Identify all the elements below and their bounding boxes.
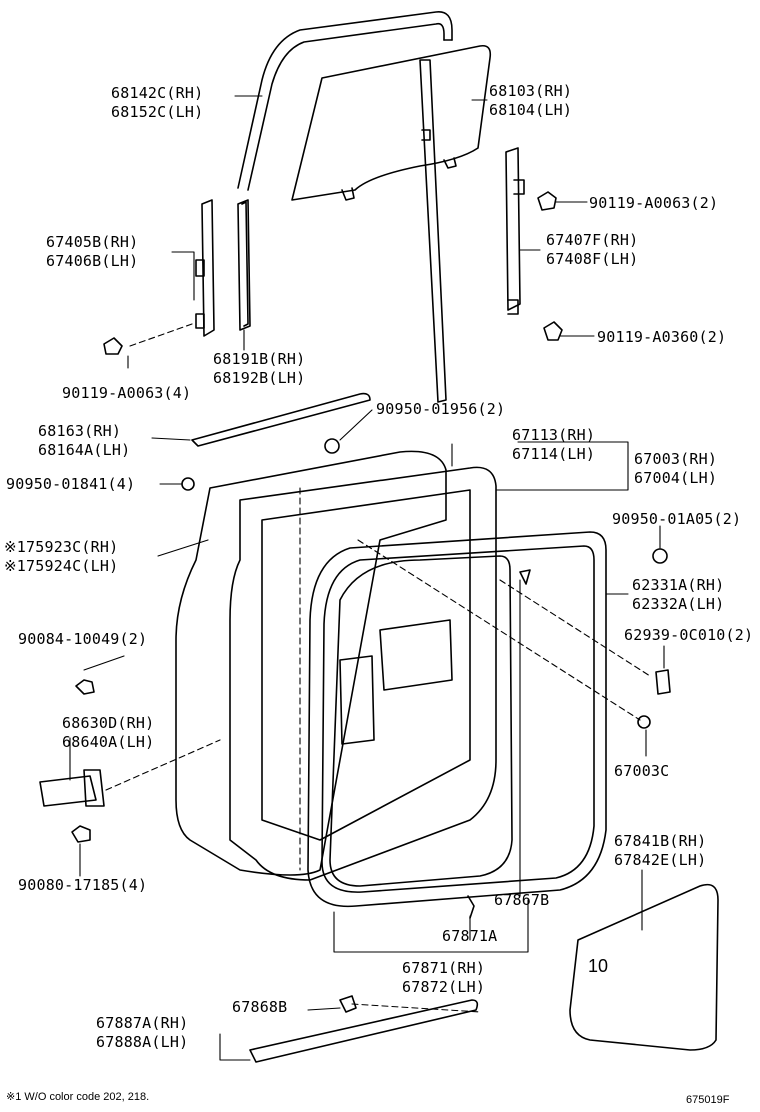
door-weatherstrip xyxy=(329,555,513,887)
door-frame-weatherstrip xyxy=(237,11,453,191)
svg-text:10: 10 xyxy=(588,956,608,976)
part-label-67871: 67871(RH)67872(LH) xyxy=(402,959,486,996)
part-label-67841b: 67841B(RH)67842E(LH) xyxy=(614,832,707,869)
part-label-90119-a0360: 90119-A0360(2) xyxy=(597,328,727,346)
belt-moulding xyxy=(191,392,371,447)
center-channel xyxy=(419,59,447,403)
part-label-67407f: 67407F(RH)67408F(LH) xyxy=(546,231,639,268)
figure-number: 675019F xyxy=(686,1094,730,1106)
part-label-67003c: 67003C xyxy=(614,762,670,780)
outer-door-panel xyxy=(175,450,447,876)
part-label-68191b: 68191B(RH)68192B(LH) xyxy=(213,350,306,387)
part-label-90950-01956: 90950-01956(2) xyxy=(376,400,506,418)
part-label-62939-0c010: 62939-0C010(2) xyxy=(624,626,754,644)
leader-lines xyxy=(69,95,665,1061)
part-label-90080-17185: 90080-17185(4) xyxy=(18,876,148,894)
part-label-90950-01841: 90950-01841(4) xyxy=(6,475,136,493)
part-label-67113: 67113(RH)67114(LH) xyxy=(512,426,596,463)
front-lower-sash xyxy=(195,199,215,337)
lower-moulding xyxy=(249,995,479,1063)
part-label-68163: 68163(RH)68164A(LH) xyxy=(38,422,131,459)
part-label-90084-10049: 90084-10049(2) xyxy=(18,630,148,648)
part-label-90119-a0063-2: 90119-A0063(2) xyxy=(589,194,719,212)
bolts xyxy=(71,191,563,843)
part-label-67887a: 67887A(RH)67888A(LH) xyxy=(96,1014,189,1051)
part-label-90950-01a05: 90950-01A05(2) xyxy=(612,510,742,528)
door-glass xyxy=(291,44,492,201)
part-label-75923c: ※175923C(RH)※175924C(LH) xyxy=(4,538,119,575)
door-check xyxy=(39,769,105,807)
pad xyxy=(655,669,671,695)
part-label-67868b: 67868B xyxy=(232,998,288,1016)
opening-weatherstrip xyxy=(307,531,607,908)
footnote: ※1 W/O color code 202, 218. xyxy=(6,1091,150,1103)
part-label-67867b: 67867B xyxy=(494,891,550,909)
part-label-67405b: 67405B(RH)67406B(LH) xyxy=(46,233,139,270)
part-label-62331a: 62331A(RH)62332A(LH) xyxy=(632,576,725,613)
part-label-67871a: 67871A xyxy=(442,927,498,945)
inner-door-panel xyxy=(229,466,497,881)
run-channel xyxy=(237,199,251,331)
rear-lower-sash xyxy=(505,147,525,315)
part-label-68142c: 68142C(RH)68152C(LH) xyxy=(111,84,204,121)
clips xyxy=(181,438,668,919)
part-label-68630d: 68630D(RH)68640A(LH) xyxy=(62,714,155,751)
dashed-guides xyxy=(105,323,651,1013)
part-label-90119-a0063-4: 90119-A0063(4) xyxy=(62,384,192,402)
part-label-67003: 67003(RH)67004(LH) xyxy=(634,450,718,487)
part-label-68103: 68103(RH)68104(LH) xyxy=(489,82,573,119)
service-hole-cover: 10 xyxy=(569,883,719,1051)
